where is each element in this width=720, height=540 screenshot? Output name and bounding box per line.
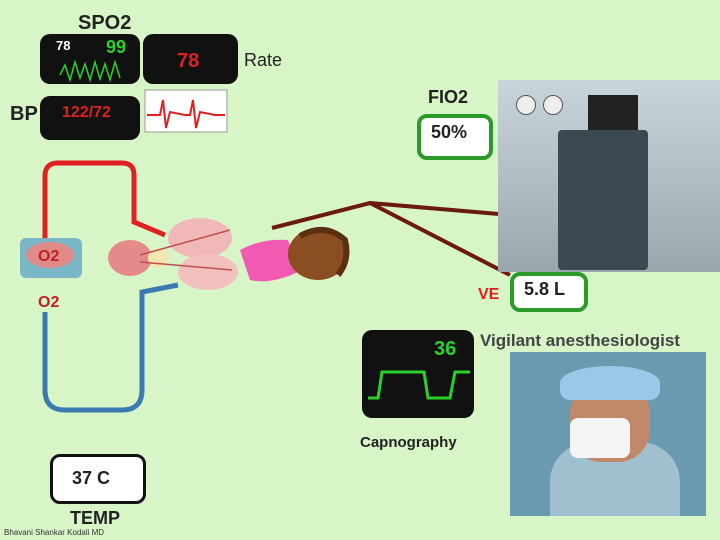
rate-label: Rate [244, 50, 283, 70]
temp-label: TEMP [70, 508, 121, 528]
spo2-small-value: 78 [56, 38, 71, 53]
capno-label: Capnography [360, 434, 457, 451]
brain-o2-label: O2 [38, 248, 60, 265]
rate-value: 78 [177, 50, 200, 72]
ve-value: 5.8 L [524, 279, 566, 299]
patient-icon [240, 227, 350, 282]
temp-box [50, 454, 146, 504]
bp-label: BP [10, 103, 38, 125]
author-credit: Bhavani Shankar Kodali MD [4, 528, 105, 537]
machine-body [558, 130, 648, 270]
bp-value: 122/72 [62, 104, 111, 121]
surgical-mask [570, 418, 630, 458]
lungs-icon [108, 218, 238, 290]
capno-wave [368, 370, 470, 400]
surgical-cap [560, 366, 660, 400]
ventilator-tubing [271, 200, 511, 277]
venous-vessel [42, 282, 179, 413]
rate-monitor [143, 34, 238, 84]
capno-value: 36 [434, 338, 457, 360]
bp-monitor [40, 96, 140, 140]
wall-gauge-icon [543, 95, 563, 115]
spo2-value: 99 [106, 37, 127, 57]
temp-value: 37 C [72, 468, 111, 488]
fio2-box [417, 114, 493, 160]
brain-icon [20, 238, 82, 278]
anesthesia-machine-photo [498, 80, 720, 272]
anesthesiologist-photo [510, 352, 706, 516]
arterial-vessel [42, 160, 137, 240]
pleth-wave [59, 59, 121, 83]
ve-box [510, 272, 588, 312]
cell-o2-label: O2 [38, 294, 60, 311]
arterial-to-lung [131, 190, 166, 238]
vigilant-label: Vigilant anesthesiologist [480, 331, 680, 350]
fio2-value: 50% [431, 122, 468, 142]
wall-clock-icon [516, 95, 536, 115]
spo2-label: SPO2 [78, 12, 132, 34]
ve-label: VE [478, 286, 500, 303]
fio2-label: FIO2 [428, 87, 469, 107]
ecg-strip [144, 89, 228, 133]
machine-monitor [588, 95, 638, 130]
